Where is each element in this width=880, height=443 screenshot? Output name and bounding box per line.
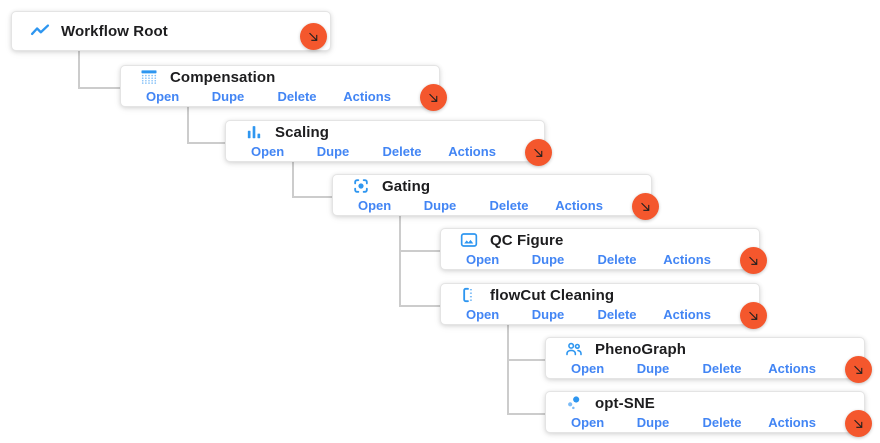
- node-actions-row: Open Dupe Delete Actions: [251, 141, 514, 162]
- delete-link[interactable]: Delete: [702, 415, 742, 430]
- south-east-arrow-icon: [532, 146, 545, 159]
- node-title: PhenoGraph: [595, 340, 687, 358]
- actions-link[interactable]: Actions: [768, 361, 816, 376]
- node-card-qc-figure: QC Figure Open Dupe Delete Actions: [440, 228, 767, 274]
- dupe-link[interactable]: Dupe: [636, 415, 670, 430]
- compensation-matrix-icon: [139, 67, 159, 87]
- expand-node-button[interactable]: [740, 247, 767, 274]
- expand-node-button[interactable]: [845, 410, 872, 437]
- center-focus-icon: [351, 176, 371, 196]
- node-actions-row: Open Dupe Delete Actions: [571, 358, 834, 379]
- delete-link[interactable]: Delete: [382, 144, 422, 159]
- node-title: QC Figure: [490, 231, 564, 249]
- open-link[interactable]: Open: [466, 252, 500, 267]
- tree-connector-line: [292, 196, 332, 198]
- delete-link[interactable]: Delete: [597, 252, 637, 267]
- node-title: flowCut Cleaning: [490, 286, 615, 304]
- tree-connector-line: [507, 413, 545, 415]
- dupe-link[interactable]: Dupe: [531, 307, 565, 322]
- tree-connector-line: [399, 216, 401, 307]
- open-link[interactable]: Open: [251, 144, 285, 159]
- actions-link[interactable]: Actions: [343, 89, 391, 104]
- south-east-arrow-icon: [852, 417, 865, 430]
- dupe-link[interactable]: Dupe: [531, 252, 565, 267]
- node-title-row: Scaling: [244, 121, 504, 143]
- dupe-link[interactable]: Dupe: [636, 361, 670, 376]
- actions-link[interactable]: Actions: [768, 415, 816, 430]
- node-title: Scaling: [275, 123, 330, 141]
- actions-link[interactable]: Actions: [448, 144, 496, 159]
- delete-link[interactable]: Delete: [277, 89, 317, 104]
- node-title-row: QC Figure: [459, 229, 719, 251]
- dupe-link[interactable]: Dupe: [316, 144, 350, 159]
- node-title-row: opt-SNE: [564, 392, 824, 414]
- actions-link[interactable]: Actions: [555, 198, 603, 213]
- node-actions-row: Open Dupe Delete Actions: [466, 304, 729, 325]
- node-title-row: PhenoGraph: [564, 338, 824, 360]
- expand-node-button[interactable]: [420, 84, 447, 111]
- bracket-dashes-icon: [459, 285, 479, 305]
- image-icon: [459, 230, 479, 250]
- node-actions-row: Open Dupe Delete Actions: [358, 195, 621, 216]
- node-card-gating: Gating Open Dupe Delete Actions: [332, 174, 659, 220]
- node-card-phenograph: PhenoGraph Open Dupe Delete Actions: [545, 337, 872, 383]
- node-actions-row: Open Dupe Delete Actions: [571, 412, 834, 433]
- tree-connector-line: [78, 51, 80, 89]
- node-actions-row: Open Dupe Delete Actions: [146, 86, 409, 107]
- node-card-flowcut-cleaning: flowCut Cleaning Open Dupe Delete Action…: [440, 283, 767, 329]
- bar-chart-icon: [244, 122, 264, 142]
- delete-link[interactable]: Delete: [489, 198, 529, 213]
- expand-node-button[interactable]: [740, 302, 767, 329]
- tree-connector-line: [187, 142, 225, 144]
- south-east-arrow-icon: [427, 91, 440, 104]
- tree-connector-line: [292, 162, 294, 198]
- south-east-arrow-icon: [747, 254, 760, 267]
- south-east-arrow-icon: [307, 30, 320, 43]
- south-east-arrow-icon: [852, 363, 865, 376]
- people-icon: [564, 339, 584, 359]
- node-card-workflow-root: Workflow Root: [11, 11, 331, 51]
- node-title-row: Gating: [351, 175, 611, 197]
- open-link[interactable]: Open: [571, 415, 605, 430]
- node-card-opt-sne: opt-SNE Open Dupe Delete Actions: [545, 391, 872, 437]
- node-title-row: Compensation: [139, 66, 399, 88]
- node-title: Compensation: [170, 68, 276, 86]
- node-card-compensation: Compensation Open Dupe Delete Actions: [120, 65, 447, 111]
- expand-node-button[interactable]: [300, 23, 327, 50]
- delete-link[interactable]: Delete: [702, 361, 742, 376]
- south-east-arrow-icon: [747, 309, 760, 322]
- expand-node-button[interactable]: [525, 139, 552, 166]
- node-title: opt-SNE: [595, 394, 655, 412]
- node-title-row: flowCut Cleaning: [459, 284, 719, 306]
- node-title: Gating: [382, 177, 431, 195]
- open-link[interactable]: Open: [358, 198, 392, 213]
- node-title: Workflow Root: [61, 22, 168, 40]
- line-chart-icon: [30, 21, 50, 41]
- actions-link[interactable]: Actions: [663, 307, 711, 322]
- node-title-row: Workflow Root: [30, 12, 290, 50]
- south-east-arrow-icon: [639, 200, 652, 213]
- dupe-link[interactable]: Dupe: [423, 198, 457, 213]
- tree-connector-line: [187, 107, 189, 144]
- open-link[interactable]: Open: [571, 361, 605, 376]
- tree-connector-line: [78, 87, 120, 89]
- node-actions-row: Open Dupe Delete Actions: [466, 249, 729, 270]
- tree-connector-line: [507, 325, 509, 415]
- dupe-link[interactable]: Dupe: [211, 89, 245, 104]
- open-link[interactable]: Open: [146, 89, 180, 104]
- scatter-dots-icon: [564, 393, 584, 413]
- expand-node-button[interactable]: [632, 193, 659, 220]
- tree-connector-line: [399, 305, 440, 307]
- actions-link[interactable]: Actions: [663, 252, 711, 267]
- open-link[interactable]: Open: [466, 307, 500, 322]
- tree-connector-line: [399, 250, 440, 252]
- node-card-scaling: Scaling Open Dupe Delete Actions: [225, 120, 552, 166]
- expand-node-button[interactable]: [845, 356, 872, 383]
- delete-link[interactable]: Delete: [597, 307, 637, 322]
- tree-connector-line: [507, 359, 545, 361]
